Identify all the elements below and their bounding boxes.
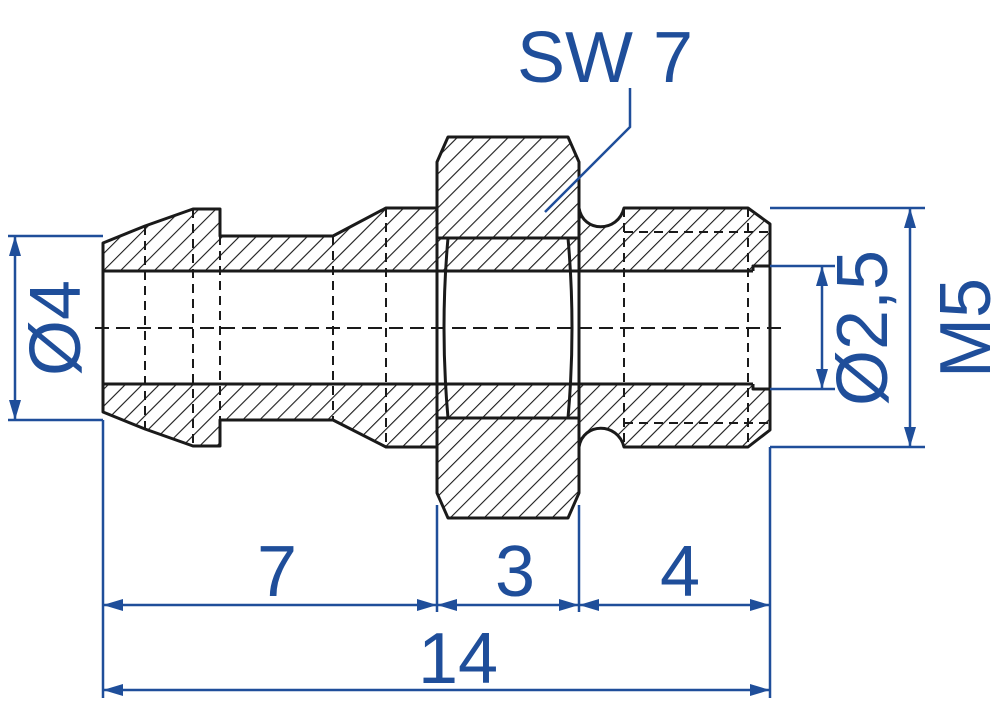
length-thread-label: 4 bbox=[660, 532, 700, 612]
length-total-label: 14 bbox=[418, 619, 498, 699]
dim-thread: M5 bbox=[770, 206, 1000, 449]
dim-bore-right: Ø2,5 bbox=[770, 250, 903, 406]
dim-lengths: 7 3 4 14 bbox=[101, 420, 772, 699]
wrench-size-label: SW 7 bbox=[517, 18, 693, 98]
length-hex-label: 3 bbox=[495, 532, 535, 612]
thread-label: M5 bbox=[926, 278, 1000, 378]
lower-wall-section bbox=[101, 382, 772, 520]
length-barb-label: 7 bbox=[257, 532, 297, 612]
dim-wrench: SW 7 bbox=[517, 18, 693, 213]
hidden-lines bbox=[95, 208, 785, 447]
dim-bore-left: Ø4 bbox=[8, 234, 103, 422]
bore-left-label: Ø4 bbox=[16, 280, 96, 376]
fitting-section bbox=[101, 135, 772, 520]
upper-wall-section bbox=[101, 135, 772, 273]
bore-right-label: Ø2,5 bbox=[823, 250, 903, 406]
